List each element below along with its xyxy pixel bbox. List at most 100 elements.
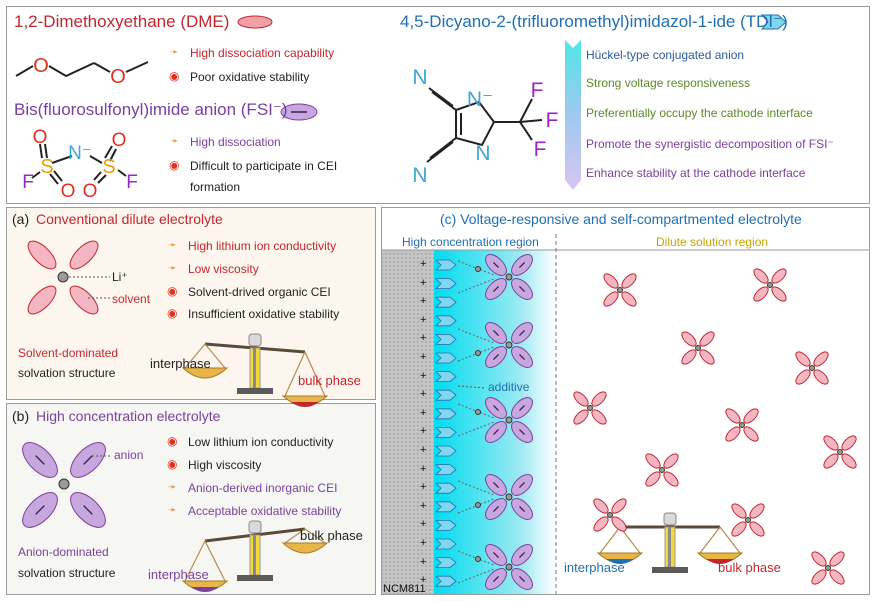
- electrode-plus-sign: +: [420, 332, 427, 345]
- panel-a-bulk-label: bulk phase: [298, 373, 361, 388]
- dilute-solvent: [621, 273, 637, 289]
- dilute-li-ion: [825, 565, 831, 571]
- tdi-additive-chevron: [435, 557, 457, 568]
- panel-a-prop-1-marker: ➛: [168, 240, 177, 251]
- panel-a-prop-1: High lithium ion conductivity: [188, 239, 337, 253]
- hc-link: [457, 278, 495, 294]
- panel-b-string-right-b: [304, 528, 326, 544]
- dilute-solvent: [823, 453, 839, 469]
- hc-link: [457, 568, 495, 584]
- panel-b-scale-knob: [248, 520, 262, 534]
- dme-prop-1: High dissociation capability: [190, 46, 335, 60]
- generated-graphics: [22, 240, 857, 592]
- electrode-plus-sign: +: [420, 574, 427, 587]
- dilute-solvent: [743, 408, 759, 424]
- panel-b-prop-2: High viscosity: [188, 458, 262, 472]
- tdi-prop-2: Strong voltage responsiveness: [586, 76, 751, 90]
- hc-link: [457, 421, 495, 437]
- fsi-prop-1-marker: ➛: [170, 136, 179, 147]
- electrode-plus-sign: +: [420, 444, 427, 456]
- tdi-chevron-icon: [760, 14, 787, 30]
- dilute-solvent: [795, 351, 811, 367]
- hc-anion-mark: [518, 353, 526, 361]
- panel-b-scale-base: [237, 575, 273, 581]
- panel-c-string-left-a: [599, 526, 621, 554]
- electrode-plus-sign: +: [420, 351, 427, 363]
- dme-prop-2: Poor oxidative stability: [190, 70, 310, 84]
- fsi-prop-3: formation: [190, 180, 241, 194]
- electrode-plus-sign: +: [420, 425, 427, 438]
- dilute-solvent: [593, 498, 609, 514]
- hc-anion-mark: [518, 285, 526, 293]
- tdi-additive-chevron: [435, 501, 457, 513]
- tdi-additive-chevron: [435, 538, 457, 550]
- tdi-additive-chevron: [435, 445, 457, 457]
- panel-b-anion-2-mark: [83, 455, 93, 465]
- dilute-solvent: [743, 426, 759, 442]
- hc-interface-ion: [475, 350, 481, 356]
- fsi-fluorine-2: F: [126, 172, 138, 193]
- tdi-prop-1: Hückel-type conjugated anion: [586, 48, 745, 62]
- hc-link: [457, 480, 495, 496]
- tdi-additive-chevron: [435, 408, 457, 420]
- tdi-additive-chevron: [435, 520, 457, 531]
- tdi-fluorine-3: F: [534, 138, 547, 161]
- hc-interface-ion: [475, 502, 481, 508]
- panel-b-prop-4: Acceptable oxidative stability: [188, 504, 342, 518]
- tdi-additive-chevron: [435, 315, 457, 327]
- hc-anion-mark: [518, 329, 526, 337]
- dilute-solvent: [681, 349, 697, 365]
- panel-b-caption-1: Anion-dominated: [18, 545, 109, 559]
- hc-anion-mark: [492, 404, 500, 412]
- dilute-solvent: [771, 286, 787, 302]
- panel-b-interphase-label: interphase: [148, 567, 209, 582]
- hc-anion-mark: [492, 481, 500, 489]
- tdi-nitrogen-1: N: [412, 66, 427, 89]
- panel-a-scale-pillar-shade: [253, 348, 256, 388]
- tdi-additive-chevron: [435, 259, 457, 271]
- fsi-molecule: [31, 143, 127, 185]
- fsi-prop-2-marker: ◉: [169, 158, 180, 172]
- panel-a-caption-2: solvation structure: [18, 366, 116, 380]
- dilute-solvent: [611, 516, 627, 532]
- hc-anion-mark: [518, 505, 526, 513]
- dilute-solvent: [749, 503, 765, 519]
- tdi-additive-chevron: [435, 389, 457, 401]
- hc-anion-mark: [518, 404, 526, 412]
- fsi-nitrogen: N⁻: [68, 143, 92, 164]
- tdi-prop-5: Enhance stability at the cathode interfa…: [586, 166, 806, 180]
- electrode-plus-sign: +: [420, 406, 427, 419]
- panel-a-label: (a): [12, 211, 30, 227]
- electrode-plus-sign: +: [420, 555, 427, 568]
- region-high-label: High concentration region: [402, 235, 539, 249]
- dme-title: 1,2-Dimethoxyethane (DME): [14, 12, 230, 31]
- panel-b-bulk-label: bulk phase: [300, 528, 363, 543]
- hc-link: [457, 550, 495, 566]
- tdi-title: 4,5-Dicyano-2-(trifluoromethyl)imidazol-…: [400, 12, 788, 31]
- dilute-solvent: [603, 273, 619, 289]
- panel-a-prop-2-marker: ➛: [168, 263, 177, 274]
- panel-a-solvent-3: [27, 285, 57, 315]
- dilute-solvent: [611, 498, 627, 514]
- electrode-label: NCM811: [383, 583, 426, 595]
- panel-b-anion-3-mark: [35, 505, 45, 515]
- panel-a-prop-4: Insufficient oxidative stability: [188, 307, 340, 321]
- dme-ellipse-icon: [237, 15, 273, 29]
- panel-c-label: (c): [440, 211, 457, 227]
- dilute-solvent: [731, 521, 747, 537]
- tdi-additive-chevron: [435, 352, 457, 364]
- panel-a-string-right-b: [304, 351, 326, 397]
- region-dilute-label: Dilute solution region: [656, 235, 769, 249]
- panel-a-solvent-label: solvent: [112, 292, 151, 306]
- hc-anion-mark: [492, 551, 500, 559]
- hc-anion-mark: [518, 428, 526, 436]
- tdi-gradient-bar: [565, 40, 581, 190]
- panel-c-frame: [381, 207, 870, 595]
- panel-b-anion-4-mark: [83, 505, 93, 515]
- electrode-plus-sign: +: [420, 499, 427, 512]
- tdi-prop-4: Promote the synergistic decomposition of…: [586, 137, 834, 151]
- panel-b-anion-1-mark: [35, 455, 45, 465]
- panel-b-string-left-b: [204, 540, 226, 582]
- dilute-solvent: [591, 391, 607, 407]
